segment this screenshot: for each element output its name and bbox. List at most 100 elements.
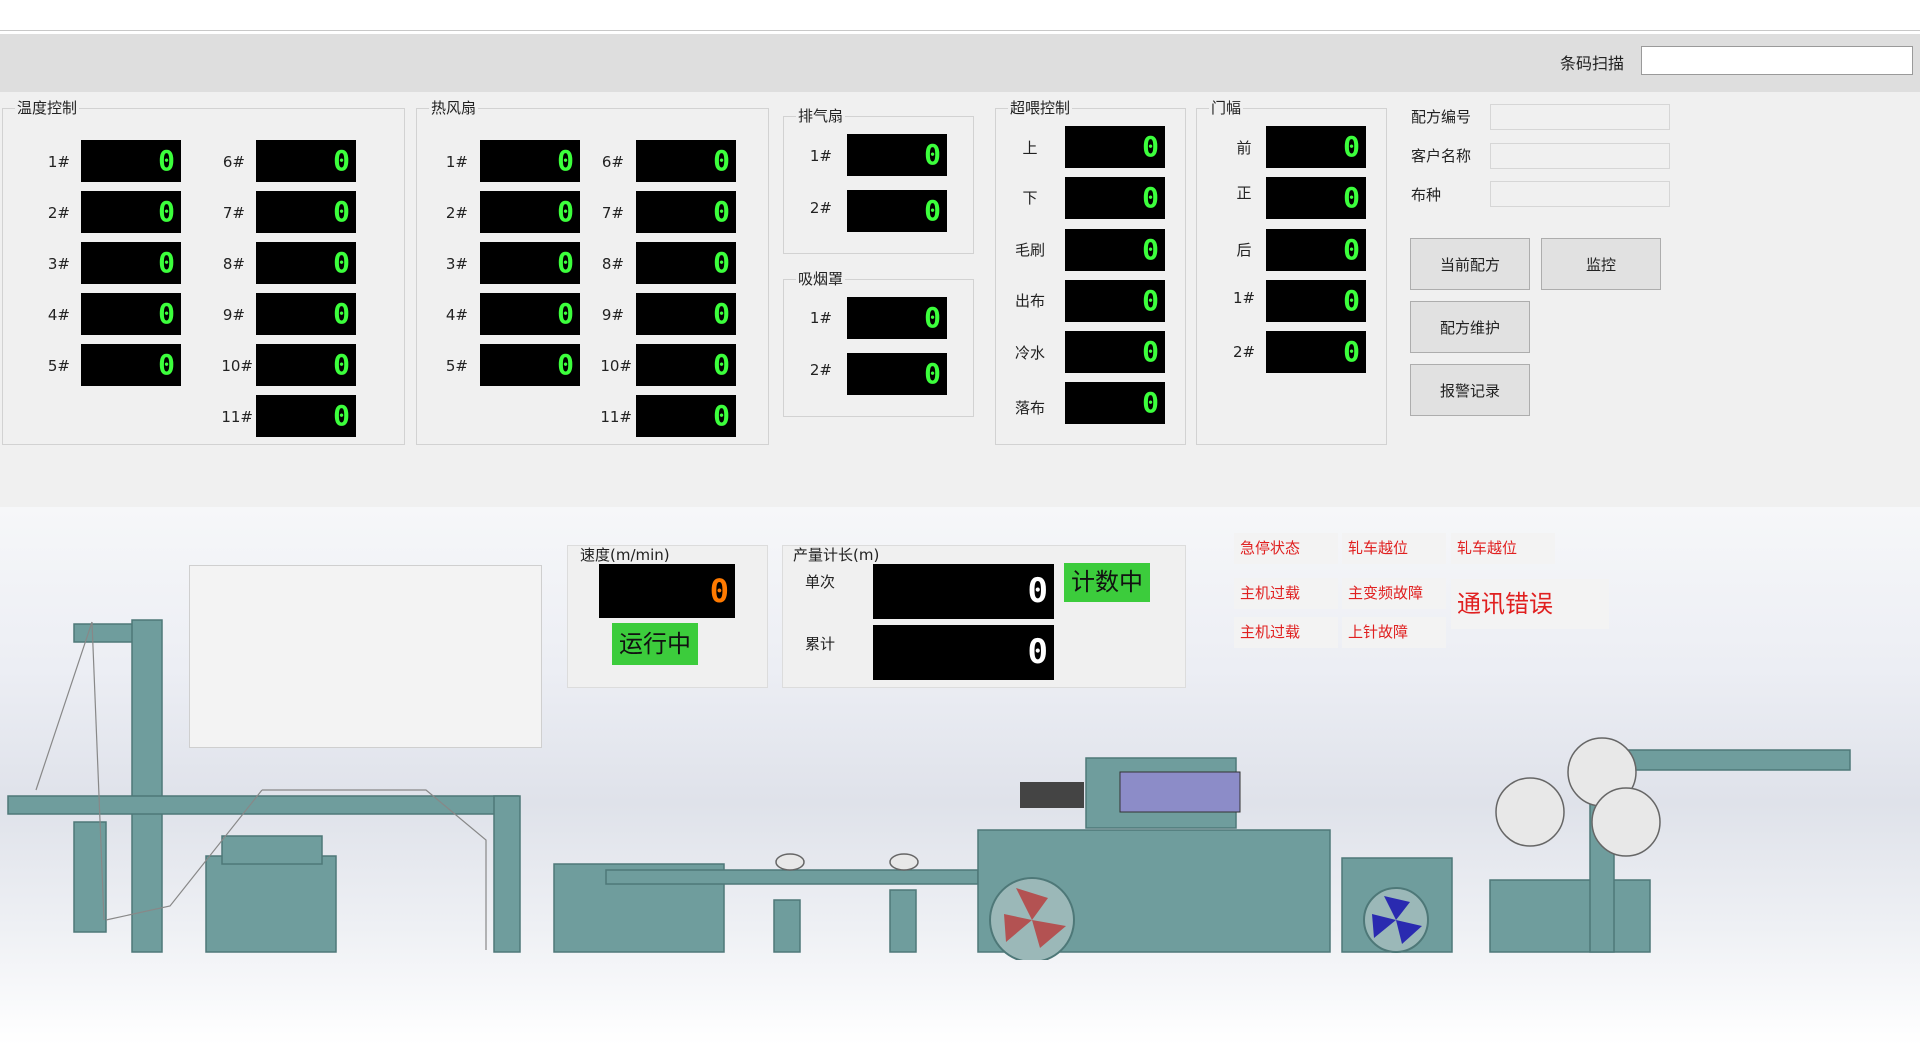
exhaust-fan-title: 排气扇 xyxy=(796,106,846,126)
fan-lcd-4: 0 xyxy=(480,293,580,335)
overfeed-label-brush: 毛刷 xyxy=(1014,241,1045,259)
overfeed-lcd-coldwater: 0 xyxy=(1065,331,1165,373)
temp-label-6: 6# xyxy=(222,153,245,171)
fan-lcd-2: 0 xyxy=(480,191,580,233)
alarm-main-inverter-fault: 主变频故障 xyxy=(1342,578,1446,609)
fan-label-10: 10# xyxy=(600,357,632,375)
temp-lcd-10: 0 xyxy=(256,344,356,386)
temp-lcd-1: 0 xyxy=(81,140,181,182)
overfeed-lcd-bottom: 0 xyxy=(1065,177,1165,219)
alarm-main-overload-1: 主机过载 xyxy=(1234,578,1338,609)
temp-label-3: 3# xyxy=(47,255,70,273)
overfeed-label-outfeed: 出布 xyxy=(1014,292,1045,310)
overfeed-label-top: 上 xyxy=(1022,139,1038,157)
width-label-rear: 后 xyxy=(1236,241,1252,259)
fabric-type-field[interactable] xyxy=(1490,181,1670,207)
overfeed-control-group: 超喂控制 xyxy=(995,98,1186,445)
barcode-scan-label: 条码扫描 xyxy=(1560,54,1625,73)
overfeed-label-bottom: 下 xyxy=(1022,189,1038,207)
temp-label-1: 1# xyxy=(47,153,70,171)
current-recipe-button[interactable]: 当前配方 xyxy=(1410,238,1530,290)
total-count-lcd: 0 xyxy=(873,625,1054,680)
alarm-emergency-stop: 急停状态 xyxy=(1234,533,1338,564)
temp-lcd-9: 0 xyxy=(256,293,356,335)
fan-lcd-6: 0 xyxy=(636,140,736,182)
hood-lcd-2: 0 xyxy=(847,353,947,395)
fan-lcd-1: 0 xyxy=(480,140,580,182)
width-label-2: 2# xyxy=(1232,343,1256,361)
barcode-scan-input[interactable] xyxy=(1641,46,1913,75)
single-count-label: 单次 xyxy=(805,573,836,591)
alarm-records-button[interactable]: 报警记录 xyxy=(1410,364,1530,416)
overfeed-lcd-top: 0 xyxy=(1065,126,1165,168)
monitor-button[interactable]: 监控 xyxy=(1541,238,1661,290)
temp-label-11: 11# xyxy=(221,408,253,426)
fan-label-2: 2# xyxy=(445,204,468,222)
overfeed-label-drop: 落布 xyxy=(1014,399,1045,417)
fan-lcd-11: 0 xyxy=(636,395,736,437)
temp-lcd-3: 0 xyxy=(81,242,181,284)
width-lcd-front: 0 xyxy=(1266,126,1366,168)
alarm-main-overload-2: 主机过载 xyxy=(1234,617,1338,648)
temp-lcd-2: 0 xyxy=(81,191,181,233)
hood-label-1: 1# xyxy=(809,309,832,327)
exhaust-lcd-1: 0 xyxy=(847,134,947,176)
fan-lcd-5: 0 xyxy=(480,344,580,386)
fabric-width-group: 门幅 xyxy=(1196,98,1387,445)
hood-lcd-1: 0 xyxy=(847,297,947,339)
fan-label-1: 1# xyxy=(445,153,468,171)
hot-fan-group: 热风扇 xyxy=(416,98,769,445)
fan-label-11: 11# xyxy=(600,408,632,426)
temp-lcd-4: 0 xyxy=(81,293,181,335)
temp-label-4: 4# xyxy=(47,306,70,324)
temp-label-5: 5# xyxy=(47,357,70,375)
alarm-upper-pin-fault: 上针故障 xyxy=(1342,617,1446,648)
fan-label-3: 3# xyxy=(445,255,468,273)
hood-label-2: 2# xyxy=(809,361,832,379)
fan-label-9: 9# xyxy=(601,306,624,324)
temperature-control-title: 温度控制 xyxy=(15,98,80,118)
customer-name-field[interactable] xyxy=(1490,143,1670,169)
temp-label-9: 9# xyxy=(222,306,245,324)
fabric-width-title: 门幅 xyxy=(1209,98,1244,118)
speed-title: 速度(m/min) xyxy=(580,546,670,564)
overfeed-label-coldwater: 冷水 xyxy=(1014,344,1045,362)
stenter-machine-diagram xyxy=(7,619,1851,960)
width-label-1: 1# xyxy=(1232,289,1256,307)
fabric-type-label: 布种 xyxy=(1411,186,1442,204)
alarm-roller-overtravel-1: 轧车越位 xyxy=(1342,533,1446,564)
alarm-communication-error: 通讯错误 xyxy=(1451,579,1609,629)
running-status: 运行中 xyxy=(612,623,698,665)
exhaust-fan-group: 排气扇 xyxy=(783,106,974,254)
overfeed-control-title: 超喂控制 xyxy=(1008,98,1073,118)
counting-status: 计数中 xyxy=(1064,563,1150,602)
exhaust-label-2: 2# xyxy=(809,199,832,217)
width-label-center: 正 xyxy=(1236,184,1252,202)
recipe-maintenance-button[interactable]: 配方维护 xyxy=(1410,301,1530,353)
single-count-lcd: 0 xyxy=(873,564,1054,619)
speed-lcd: 0 xyxy=(599,564,735,618)
temp-lcd-5: 0 xyxy=(81,344,181,386)
fan-label-8: 8# xyxy=(601,255,624,273)
recipe-id-field[interactable] xyxy=(1490,104,1670,130)
fan-label-7: 7# xyxy=(601,204,624,222)
width-lcd-1: 0 xyxy=(1266,280,1366,322)
width-lcd-rear: 0 xyxy=(1266,229,1366,271)
temp-label-10: 10# xyxy=(221,357,253,375)
temp-lcd-7: 0 xyxy=(256,191,356,233)
exhaust-lcd-2: 0 xyxy=(847,190,947,232)
hot-fan-title: 热风扇 xyxy=(429,98,479,118)
fan-lcd-3: 0 xyxy=(480,242,580,284)
temp-label-2: 2# xyxy=(47,204,70,222)
fan-label-6: 6# xyxy=(601,153,624,171)
recipe-id-label: 配方编号 xyxy=(1411,108,1472,126)
fan-lcd-9: 0 xyxy=(636,293,736,335)
overfeed-lcd-drop: 0 xyxy=(1065,382,1165,424)
exhaust-label-1: 1# xyxy=(809,147,832,165)
fan-lcd-10: 0 xyxy=(636,344,736,386)
overfeed-lcd-outfeed: 0 xyxy=(1065,280,1165,322)
temperature-control-group: 温度控制 xyxy=(2,98,405,445)
temp-label-7: 7# xyxy=(222,204,245,222)
temp-lcd-11: 0 xyxy=(256,395,356,437)
blank-display-panel xyxy=(189,565,542,748)
